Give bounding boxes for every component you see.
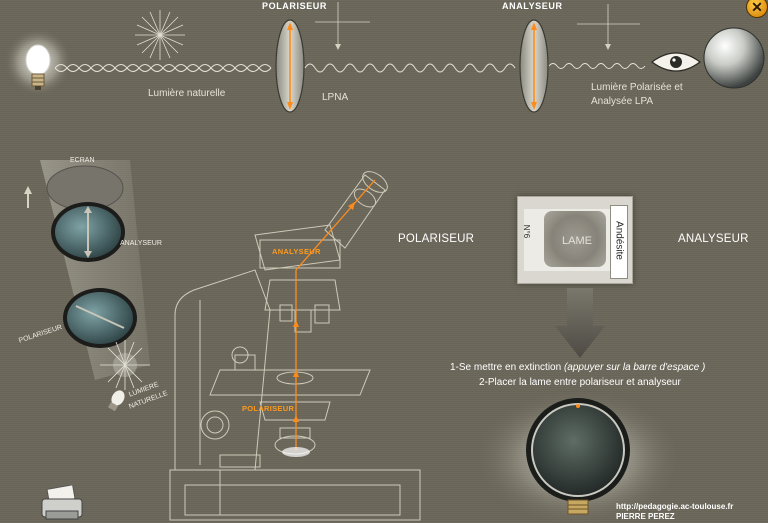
unpolarized-light-star — [135, 10, 185, 60]
printer-icon[interactable] — [38, 485, 88, 523]
instruction-step1: 1-Se mettre en extinction (appuyer sur l… — [450, 362, 705, 373]
credit-url[interactable]: http://pedagogie.ac-toulouse.fr — [616, 502, 734, 511]
spacebar-hint[interactable]: (appuyer sur la barre d'espace ) — [563, 362, 706, 373]
microscope-drawing — [169, 171, 421, 521]
polarized-wave — [304, 63, 516, 73]
credit-author: PIERRE PEREZ — [616, 512, 675, 521]
light-bulb-icon — [4, 28, 72, 96]
lpna-label: LPNA — [322, 92, 349, 103]
rock-name: Andésite — [613, 221, 625, 260]
optics-diagram — [4, 2, 765, 113]
natural-light-label: Lumière naturelle — [148, 88, 226, 99]
observation-sphere — [703, 27, 765, 89]
top-analyseur-label: ANALYSEUR — [502, 1, 563, 11]
panel-analyseur-label: ANALYSEUR — [678, 233, 749, 245]
lame-label: LAME — [562, 235, 592, 247]
down-arrow-icon — [555, 288, 605, 358]
analyzer-lens — [519, 19, 549, 113]
microscope-analyseur-tag: ANALYSEUR — [272, 247, 321, 256]
instruction-step2: 2-Placer la lame entre polariseur et ana… — [479, 377, 681, 388]
schematic-analyseur-label: ANALYSEUR — [120, 240, 162, 247]
panel-polariseur-label: POLARISEUR — [398, 233, 475, 245]
analyzed-wave — [548, 63, 646, 69]
microscope-polariseur-tag: POLARISEUR — [242, 404, 295, 413]
lpa-label-line1: Lumière Polarisée et — [591, 82, 683, 93]
close-icon: ✕ — [751, 0, 763, 15]
eye-icon — [650, 52, 702, 72]
lpa-label-line2: Analysée LPA — [591, 96, 654, 107]
eyepiece-view — [478, 388, 683, 523]
polarizer-lens — [275, 19, 305, 113]
natural-light-wave-2 — [54, 64, 272, 72]
slide-number: N°6 — [522, 224, 532, 239]
thin-section-slide[interactable]: LAME N°6 Andésite — [517, 196, 633, 284]
polarizer-schematic — [24, 160, 150, 412]
ecran-label: ECRAN — [70, 157, 95, 164]
instruction-step1-text: 1-Se mettre en extinction — [450, 362, 564, 373]
top-polariseur-label: POLARISEUR — [262, 1, 328, 11]
